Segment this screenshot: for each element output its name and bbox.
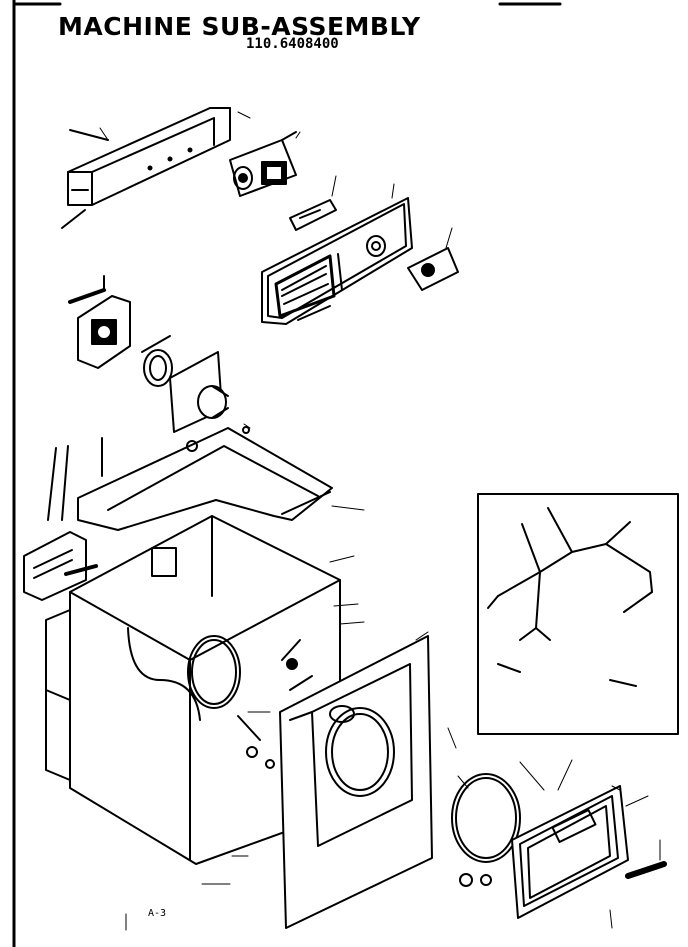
- blower-housing: [68, 275, 131, 369]
- diagram-title: MACHINE SUB-ASSEMBLY: [58, 12, 421, 41]
- footer-code: A-3: [148, 908, 167, 919]
- page-border: [12, 0, 562, 947]
- cabinet-top: [77, 426, 333, 531]
- part-callouts: [99, 111, 661, 931]
- latch-parts: [237, 639, 313, 769]
- front-panel: [279, 635, 433, 929]
- wiring-harness-inset: [477, 493, 679, 735]
- model-number: 110.6408400: [246, 36, 339, 52]
- timer-assembly: [229, 131, 337, 231]
- control-panel: [261, 197, 459, 325]
- door-seal: [451, 773, 521, 863]
- console-backsplash: [61, 107, 231, 229]
- exhaust-duct: [141, 335, 229, 433]
- door-assembly: [459, 785, 667, 919]
- rear-bracket: [23, 437, 103, 601]
